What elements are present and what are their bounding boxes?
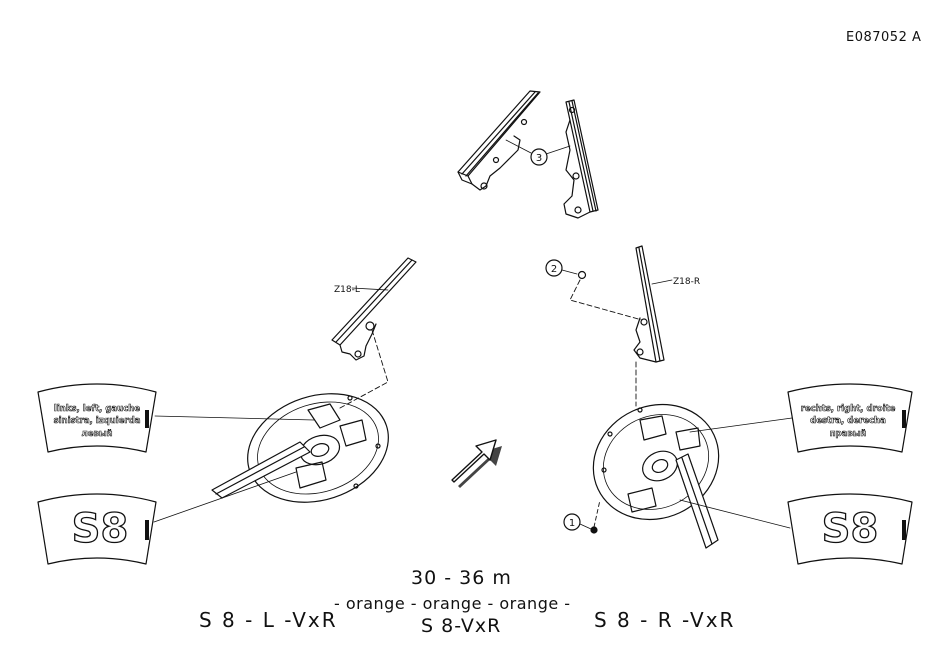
- callout-1-number: 1: [569, 518, 575, 529]
- right-model-label: S 8 - R -VxR: [594, 608, 735, 632]
- color-code: - orange - orange - orange -: [334, 594, 571, 613]
- left-s8-logo: S8: [72, 506, 129, 552]
- right-sprocket-assembly: [574, 384, 737, 548]
- part-label-z18-r: Z18-R: [673, 277, 700, 287]
- guide-rail-z18-r: [634, 246, 664, 362]
- right-decal-line-2: destra, derecha: [810, 416, 886, 426]
- left-model-label: S 8 - L -VxR: [199, 608, 338, 632]
- left-decal-line-2: sinistra, izquierda: [54, 416, 141, 426]
- center-model-label: S 8-VxR: [421, 615, 501, 637]
- document-id: E087052 A: [846, 30, 921, 45]
- right-decal-line-1: rechts, right, droite: [801, 404, 896, 414]
- right-s8-logo: S8: [822, 506, 879, 552]
- right-decal-line-3: правый: [830, 429, 867, 439]
- length-range: 30 - 36 m: [411, 567, 512, 589]
- guide-rail-pair-left-part: [458, 91, 540, 190]
- callout-2-number: 2: [551, 264, 557, 275]
- guide-rail-z18-l: [332, 258, 416, 360]
- left-decal-line-1: links, left, gauche: [54, 404, 140, 414]
- screw-part: [591, 527, 597, 533]
- bolt-part: [579, 272, 586, 279]
- direction-arrow-icon: [452, 440, 502, 488]
- part-label-z18-l: Z18-L: [334, 285, 360, 295]
- left-decal-line-3: левый: [81, 429, 112, 439]
- guide-rail-pair-right-part: [564, 100, 598, 218]
- left-sprocket-assembly: [212, 376, 403, 519]
- callout-3-number: 3: [536, 153, 542, 164]
